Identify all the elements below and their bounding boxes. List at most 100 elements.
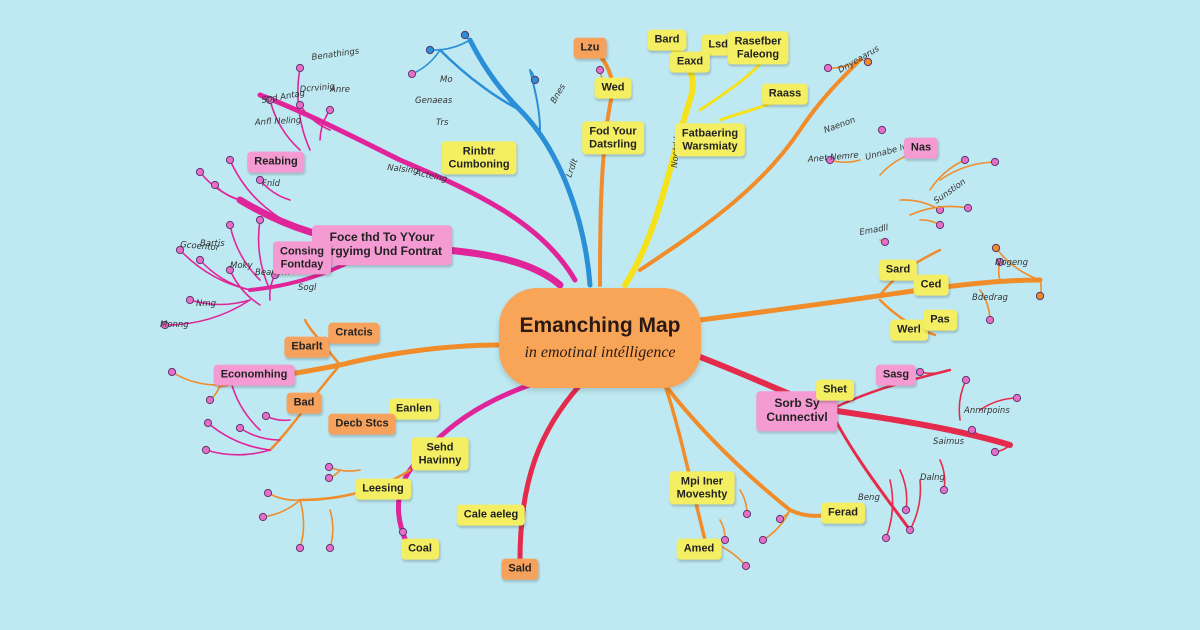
twig-line bbox=[229, 159, 281, 219]
twig-line bbox=[299, 499, 305, 549]
branch-annotation: Saimus bbox=[933, 437, 965, 447]
topic-node-coal[interactable]: Coal bbox=[401, 538, 439, 560]
leaf-dot bbox=[203, 418, 213, 428]
topic-node-lzu[interactable]: Lzu bbox=[573, 37, 607, 59]
branch-annotation: Beng bbox=[858, 493, 880, 503]
twig-line bbox=[885, 479, 894, 539]
twig-line bbox=[269, 99, 301, 151]
leaf-dot bbox=[295, 543, 305, 553]
branch-annotation: Dcrvinig bbox=[299, 82, 336, 95]
branch-annotation: Lrdlt bbox=[564, 157, 580, 179]
twig-line bbox=[995, 247, 1041, 281]
leaf-dot bbox=[325, 543, 335, 553]
leaf-dot bbox=[939, 485, 949, 495]
leaf-dot bbox=[720, 535, 730, 545]
central-topic-title: Emanching Map bbox=[519, 314, 681, 337]
leaf-dot bbox=[758, 535, 768, 545]
leaf-dot bbox=[263, 488, 273, 498]
branch-annotation: Sogl bbox=[298, 283, 317, 293]
branch-annotation: Mo bbox=[440, 75, 453, 85]
branch-annotation: Nogeng bbox=[995, 258, 1029, 268]
topic-node-leesing[interactable]: Leesing bbox=[355, 478, 411, 500]
leaf-dot bbox=[963, 203, 973, 213]
topic-node-sasg[interactable]: Sasg bbox=[875, 364, 917, 386]
leaf-dot bbox=[905, 525, 915, 535]
leaf-dot bbox=[960, 155, 970, 165]
topic-node-bad[interactable]: Bad bbox=[286, 392, 322, 414]
topic-node-werl[interactable]: Werl bbox=[890, 319, 928, 341]
branch-annotation: Monng bbox=[160, 320, 189, 330]
topic-node-eanlen[interactable]: Eanlen bbox=[388, 398, 440, 420]
branch-annotation: Emadll bbox=[859, 223, 890, 238]
topic-node-bard[interactable]: Bard bbox=[647, 29, 687, 51]
branch-annotation: Benathings bbox=[311, 46, 360, 63]
leaf-dot bbox=[225, 265, 235, 275]
branch-annotation: Dnyeaarus bbox=[837, 44, 882, 76]
topic-node-face-the[interactable]: Foce thd To YYour Crgyimg Und Fontrat bbox=[312, 225, 452, 265]
topic-node-ced[interactable]: Ced bbox=[913, 274, 949, 296]
leaf-dot bbox=[255, 175, 265, 185]
leaf-dot bbox=[995, 257, 1005, 267]
topic-node-nas[interactable]: Nas bbox=[903, 137, 939, 159]
twig-line bbox=[429, 39, 471, 51]
leaf-dot bbox=[985, 315, 995, 325]
topic-node-shet[interactable]: Shet bbox=[816, 379, 854, 401]
twig-line bbox=[214, 184, 241, 201]
branch-annotation: Fnld bbox=[262, 179, 281, 189]
leaf-dot bbox=[823, 63, 833, 73]
leaf-dot bbox=[258, 512, 268, 522]
topic-node-fatbaering[interactable]: Fatbaering Warsmiaty bbox=[674, 123, 746, 157]
leaf-dot bbox=[595, 65, 605, 75]
twig-line bbox=[329, 509, 334, 549]
leaf-dot bbox=[901, 505, 911, 515]
topic-node-cale-aeleg[interactable]: Cale aeleg bbox=[456, 504, 526, 526]
central-topic-subtitle: in emotinal intélligence bbox=[524, 344, 676, 361]
main-branch-red-low bbox=[517, 382, 583, 563]
leaf-dot bbox=[210, 180, 220, 190]
twig-line bbox=[205, 449, 271, 456]
leaf-dot bbox=[530, 75, 540, 85]
topic-node-pas[interactable]: Pas bbox=[923, 309, 957, 331]
topic-node-raass[interactable]: Raass bbox=[761, 83, 809, 105]
topic-node-sald[interactable]: Sald bbox=[501, 558, 539, 580]
leaf-dot bbox=[167, 367, 177, 377]
leaf-dot bbox=[742, 509, 752, 519]
topic-node-consing[interactable]: Consing Fontday bbox=[273, 241, 331, 275]
topic-node-fod-your[interactable]: Fod Your Datsrling bbox=[582, 121, 644, 155]
leaf-dot bbox=[1012, 393, 1022, 403]
leaf-dot bbox=[195, 167, 205, 177]
topic-node-cratcis[interactable]: Cratcis bbox=[328, 322, 380, 344]
twig-line bbox=[411, 49, 441, 75]
leaf-dot bbox=[324, 473, 334, 483]
leaf-dot bbox=[261, 411, 271, 421]
leaf-dot bbox=[265, 95, 275, 105]
branch-annotation: Bnes bbox=[549, 82, 568, 106]
branch-annotation: Moky bbox=[230, 261, 253, 271]
topic-node-decsb-stcs[interactable]: Decb Stcs bbox=[328, 413, 396, 435]
leaf-dot bbox=[881, 533, 891, 543]
topic-node-amed[interactable]: Amed bbox=[676, 538, 722, 560]
central-topic[interactable]: Emanching Map in emotinal intélligence bbox=[499, 288, 701, 388]
main-branch-blue bbox=[467, 37, 593, 288]
topic-node-eaxd[interactable]: Eaxd bbox=[669, 51, 711, 73]
topic-node-reabing[interactable]: Reabing bbox=[247, 151, 305, 173]
topic-node-ebarlt[interactable]: Ebarlt bbox=[284, 336, 330, 358]
branch-annotation: Dalng bbox=[920, 473, 946, 483]
twig-line bbox=[179, 249, 251, 291]
leaf-dot bbox=[407, 69, 417, 79]
leaf-dot bbox=[185, 295, 195, 305]
topic-node-sehd-hovinny[interactable]: Sehd Havinny bbox=[411, 437, 469, 471]
topic-node-economhing[interactable]: Economhing bbox=[213, 364, 295, 386]
twig-line bbox=[199, 171, 241, 201]
leaf-dot bbox=[255, 215, 265, 225]
topic-node-wed[interactable]: Wed bbox=[594, 77, 632, 99]
topic-node-ferad[interactable]: Ferad bbox=[821, 502, 865, 524]
twig-line bbox=[164, 299, 251, 326]
topic-node-rasefber[interactable]: Rasefber Faleong bbox=[727, 31, 789, 65]
leaf-dot bbox=[990, 157, 1000, 167]
topic-node-rinbter[interactable]: Rinbtr Cumboning bbox=[441, 141, 517, 175]
topic-node-mpi-iner[interactable]: Mpi Iner Moveshty bbox=[669, 471, 735, 505]
topic-node-sard[interactable]: Sard bbox=[878, 259, 918, 281]
leaf-dot bbox=[225, 155, 235, 165]
